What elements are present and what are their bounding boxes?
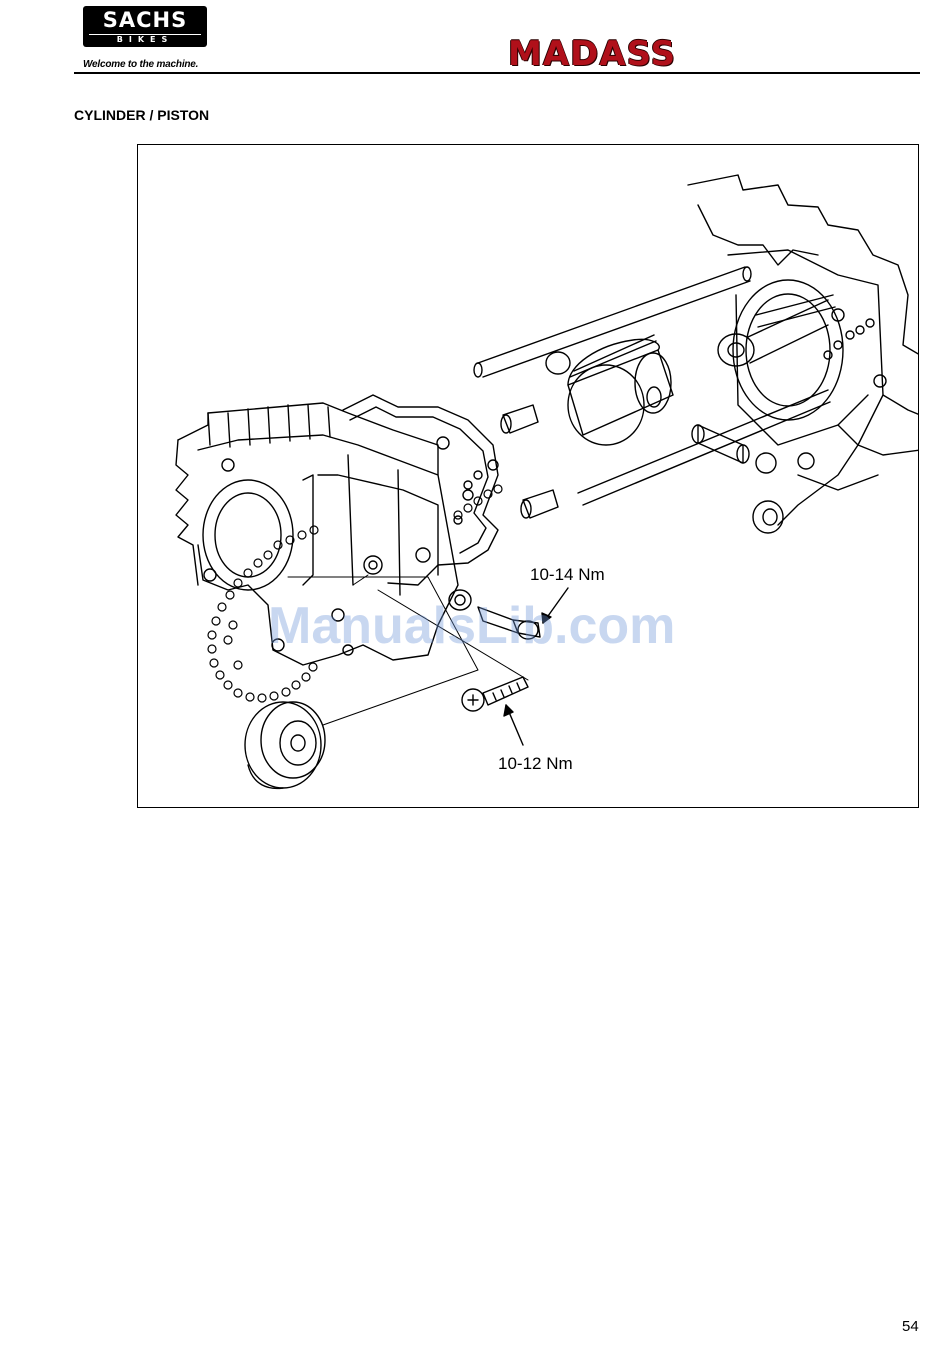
header-rule	[74, 72, 920, 74]
sachs-bikes-logo: SACHS BIKES	[83, 6, 207, 47]
cylinder-piston-diagram	[138, 145, 919, 808]
circlip-drawing-2	[756, 453, 776, 473]
sachs-logo-subtext: BIKES	[83, 35, 207, 44]
cam-chain-drawing	[208, 485, 502, 702]
cylinder-gasket-drawing	[343, 395, 498, 585]
torque-label-lower: 10-12 Nm	[498, 754, 573, 774]
sachs-logo-text: SACHS	[83, 6, 207, 34]
stud-bolts-drawing	[474, 267, 835, 505]
circlip-drawing	[546, 352, 570, 374]
cam-sprocket-drawing	[245, 702, 325, 788]
dowel-pins-drawing	[501, 405, 558, 518]
exploded-view-figure	[137, 144, 919, 808]
madass-logo: MADASS	[508, 36, 738, 72]
bolt-lower-drawing	[462, 677, 528, 711]
piston-drawing	[568, 335, 673, 445]
piston-pin-drawing	[692, 425, 749, 463]
page-number: 54	[902, 1318, 919, 1335]
section-title: CYLINDER / PISTON	[74, 107, 209, 123]
oil-seal-drawing	[753, 501, 783, 533]
crankcase-drawing	[688, 175, 919, 525]
tagline: Welcome to the machine.	[83, 59, 198, 70]
torque-label-upper: 10-14 Nm	[530, 565, 605, 585]
watermark: ManualsLib.com	[268, 596, 675, 656]
